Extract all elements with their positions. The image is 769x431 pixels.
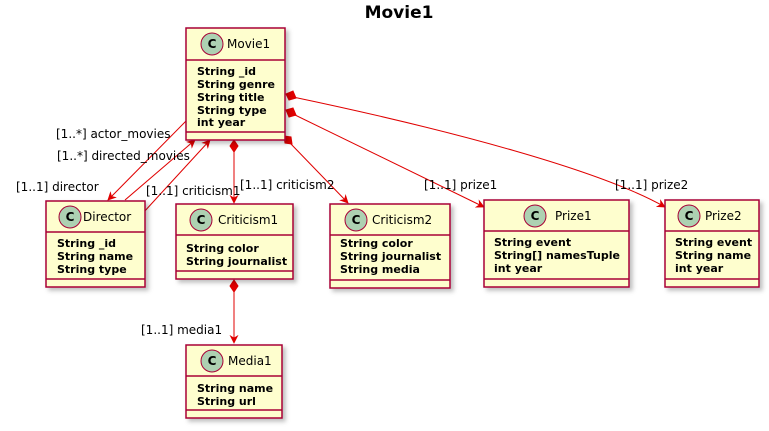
class-director: C Director String _id String name String… <box>45 200 146 288</box>
attribute: String[] namesTuple <box>494 249 620 262</box>
attribute: String journalist <box>340 250 441 263</box>
label-criticism1: [1..1] criticism1 <box>146 184 241 198</box>
class-name: Movie1 <box>227 37 270 51</box>
class-name: Director <box>83 210 131 224</box>
svg-text:C: C <box>208 37 217 51</box>
attribute: String media <box>340 263 420 276</box>
class-icon: C <box>200 349 224 373</box>
relations <box>107 90 666 344</box>
edge-criticism2 <box>289 142 349 204</box>
class-movie1: C Movie1 String _id String genre String … <box>185 27 286 141</box>
class-criticism2: C Criticism2 String color String journal… <box>329 203 451 289</box>
class-name: Prize1 <box>555 209 592 223</box>
composition-diamond-prize1 <box>285 107 297 118</box>
attribute: String genre <box>197 78 275 91</box>
class-icon: C <box>523 204 547 228</box>
diagram-title: Movie1 <box>365 3 434 23</box>
attribute: int year <box>197 116 246 129</box>
class-icon: C <box>58 205 82 229</box>
class-icon: C <box>200 32 224 56</box>
attribute: String event <box>494 236 571 249</box>
attribute: String journalist <box>186 255 287 268</box>
class-name: Criticism1 <box>218 213 278 227</box>
class-prize1: C Prize1 String event String[] namesTupl… <box>483 199 630 288</box>
class-icon: C <box>189 208 213 232</box>
attribute: String _id <box>197 65 256 78</box>
composition-diamond-criticism1 <box>229 139 239 153</box>
class-name: Media1 <box>228 354 272 368</box>
attribute: String event <box>675 236 752 249</box>
class-media1: C Media1 String name String url <box>185 344 283 419</box>
svg-text:C: C <box>352 213 361 227</box>
attribute: String name <box>197 382 273 395</box>
attribute: String color <box>186 242 259 255</box>
attribute: String name <box>57 250 133 263</box>
class-icon: C <box>677 204 701 228</box>
attribute: String name <box>675 249 751 262</box>
class-icon: C <box>344 208 368 232</box>
attribute: String _id <box>57 237 116 250</box>
label-director: [1..1] director <box>16 180 99 194</box>
composition-diamond-prize2 <box>285 90 297 101</box>
svg-text:C: C <box>685 209 694 223</box>
edge-prize2 <box>292 96 666 208</box>
attribute: String url <box>197 395 256 408</box>
edge-actor-movies <box>107 119 188 201</box>
label-prize2: [1..1] prize2 <box>615 178 688 192</box>
attribute: String type <box>57 263 127 276</box>
svg-text:C: C <box>208 354 217 368</box>
edge-prize1 <box>292 113 485 208</box>
label-directed-movies: [1..*] directed_movies <box>57 149 190 163</box>
attribute: String type <box>197 104 267 117</box>
class-name: Criticism2 <box>372 213 432 227</box>
label-media1: [1..1] media1 <box>141 323 222 337</box>
class-name: Prize2 <box>705 209 742 223</box>
label-actor-movies: [1..*] actor_movies <box>56 127 170 141</box>
class-prize2: C Prize2 String event String name int ye… <box>664 199 760 288</box>
attribute: int year <box>494 262 543 275</box>
edge-directed-movies <box>124 139 196 201</box>
edge-director-back <box>142 139 211 214</box>
label-criticism2: [1..1] criticism2 <box>240 178 335 192</box>
attribute: String color <box>340 237 413 250</box>
attribute: String title <box>197 91 264 104</box>
attribute: int year <box>675 262 724 275</box>
class-criticism1: C Criticism1 String color String journal… <box>175 203 294 280</box>
label-prize1: [1..1] prize1 <box>424 178 497 192</box>
svg-text:C: C <box>66 210 75 224</box>
svg-text:C: C <box>531 209 540 223</box>
composition-diamond-media1 <box>229 279 239 293</box>
svg-text:C: C <box>197 213 206 227</box>
